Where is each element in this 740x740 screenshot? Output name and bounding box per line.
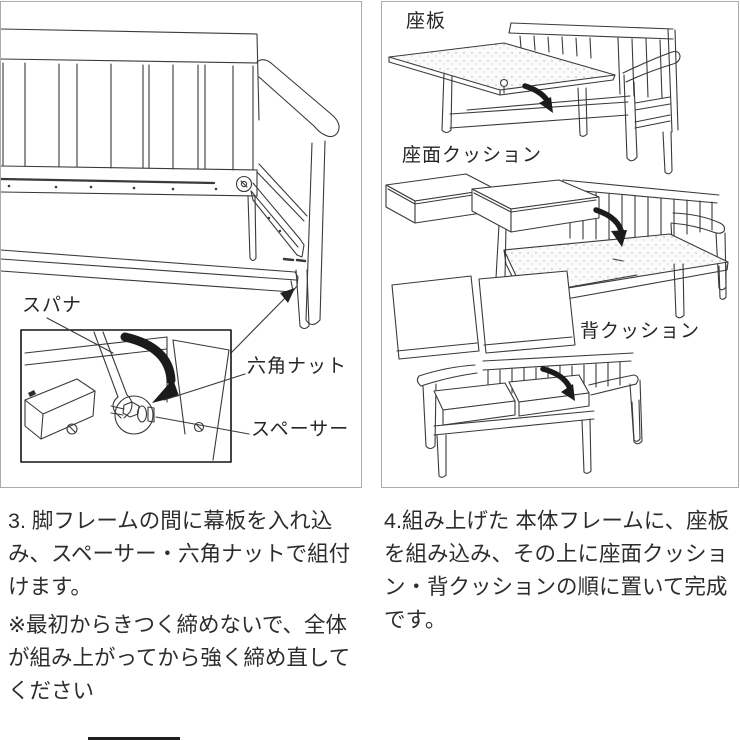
cushion-place-arrow-icon (593, 207, 627, 247)
step-3-illustration-panel: スパナ 六角ナット スペーサー (0, 1, 362, 488)
spacer-label: スペーサー (251, 419, 350, 440)
back-cushion-step-drawing (391, 270, 643, 478)
step-3-caption-main: 3. 脚フレームの間に幕板を入れ込 み、スペーサー・六角ナットで組付 けます。 (8, 505, 364, 604)
seat-board-label: 座板 (406, 11, 447, 32)
caption-note-line: ※最初からきつく締めないで、全体 (8, 613, 348, 637)
joint-pointer-arrow-icon (229, 288, 295, 355)
board-insert-arrow-icon (522, 83, 553, 113)
next-image-top-edge (88, 737, 180, 740)
back-cushion-label: 背クッション (580, 321, 701, 342)
step-3-caption-note: ※最初からきつく締めないで、全体 が組み上がってから強く締め直して ください (8, 609, 364, 708)
spanner-label: スパナ (22, 295, 83, 316)
caption-line: けます。 (8, 575, 92, 599)
caption-note-line: ください (8, 679, 95, 703)
apron-board-drawing (1, 249, 299, 293)
caption-line: 4.組み上げた 本体フレームに、座板 (384, 509, 730, 533)
caption-note-line: が組み上がってから強く締め直して (8, 646, 351, 670)
seat-board-step-drawing (388, 22, 681, 175)
caption-line: を組み込み、その上に座面クッショ (384, 542, 729, 566)
detail-inset-box (20, 329, 232, 463)
hex-nut-spacer-drawing (110, 395, 155, 435)
screw-dots (7, 184, 218, 191)
spanner-leader-line (46, 317, 114, 354)
step-4-illustration-panel: 座板 座面クッション 背クッション (381, 1, 739, 488)
step-4-caption-main: 4.組み上げた 本体フレームに、座板 を組み込み、その上に座面クッショ ン・背ク… (384, 505, 740, 637)
seat-cushion-label: 座面クッション (402, 145, 543, 166)
hex-nut-label: 六角ナット (247, 356, 348, 377)
step-3-caption: 3. 脚フレームの間に幕板を入れ込 み、スペーサー・六角ナットで組付 けます。 … (8, 505, 364, 708)
caption-line: 3. 脚フレームの間に幕板を入れ込 (8, 509, 333, 533)
rail-end-block-drawing (24, 378, 96, 440)
caption-line: み、スペーサー・六角ナットで組付 (8, 542, 351, 566)
bolt-callout-icon (235, 175, 253, 193)
hex-nut-leader-line (163, 373, 246, 401)
caption-line: です。 (384, 608, 447, 632)
sofa-assembly-drawing (385, 22, 729, 478)
caption-line: ン・背クッションの順に置いて完成 (384, 575, 728, 599)
spacer-leader-line (155, 416, 250, 435)
back-cushion-place-arrow-icon (540, 366, 575, 401)
bench-frame-assembly-drawing (1, 28, 340, 463)
step-4-caption: 4.組み上げた 本体フレームに、座板 を組み込み、その上に座面クッショ ン・背ク… (384, 505, 740, 637)
